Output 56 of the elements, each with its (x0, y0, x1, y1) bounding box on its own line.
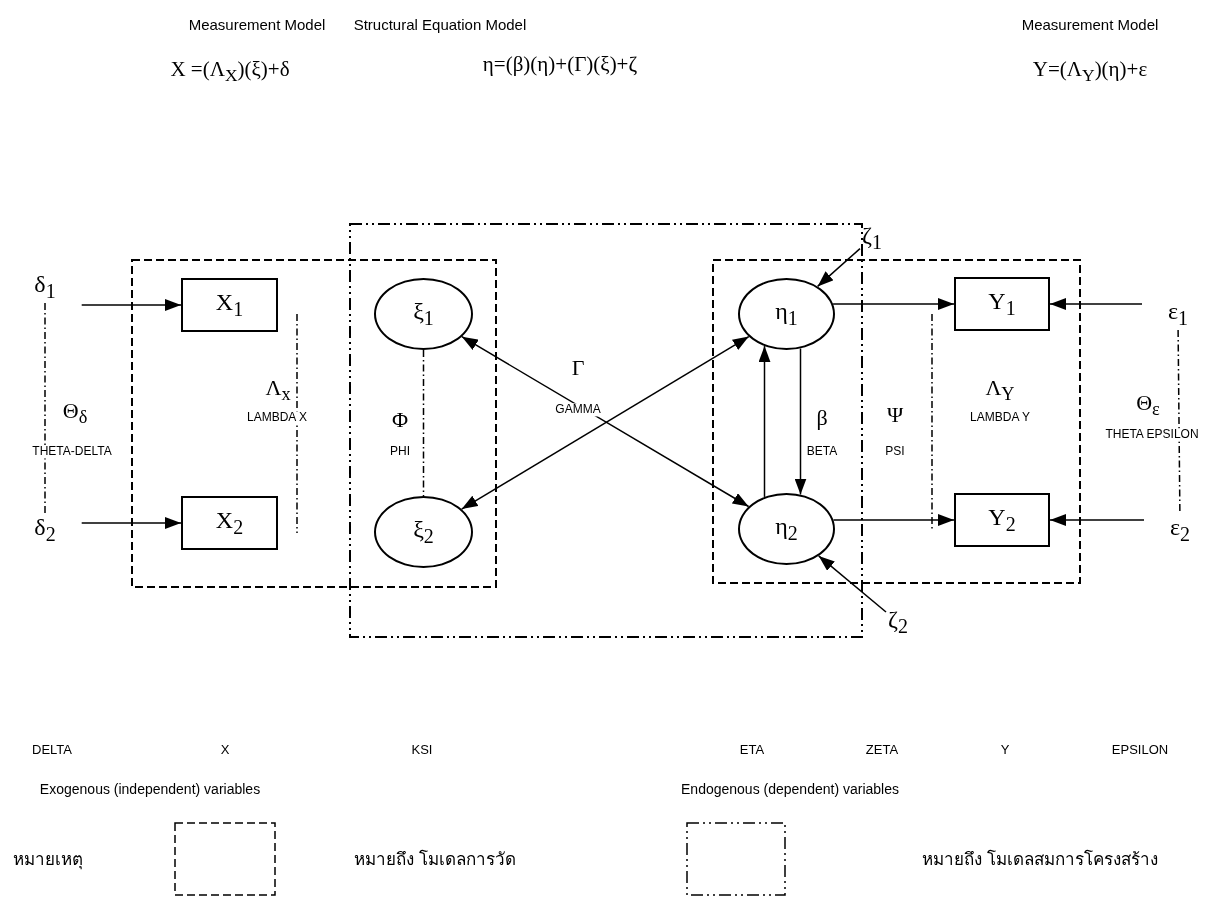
parameter-symbol: Θ$_{δ}$ (62, 398, 88, 428)
error-term: ε$_{2}$ (1167, 514, 1193, 546)
parameter-symbol: β (816, 405, 828, 431)
latent-variable-ellipse: ξ$_{2}$ (374, 496, 473, 568)
model-heading: Measurement Model (1021, 16, 1159, 34)
variable-name: Y (1000, 742, 1010, 758)
parameter-symbol: Λ$_{x}$ (265, 375, 291, 405)
parameter-symbol: Λ$_{Y}$ (985, 375, 1015, 405)
parameter-name: LAMBDA X (247, 411, 307, 425)
model-heading: Measurement Model (188, 16, 326, 34)
error-term: δ$_{2}$ (32, 514, 58, 546)
arrow (794, 347, 807, 496)
arrow (1049, 298, 1143, 310)
variable-name: KSI (411, 742, 433, 758)
parameter-name: THETA-DELTA (32, 445, 112, 459)
equation: X =(Λ$_{X}$)(ξ)+δ (170, 58, 290, 86)
latent-variable-ellipse: η$_{2}$ (738, 493, 835, 565)
covariance-line (44, 302, 46, 515)
group-caption: Exogenous (independent) variables (39, 782, 261, 798)
equation: η=(β)(η)+(Γ)(ξ)+ζ (482, 53, 638, 77)
latent-variable-ellipse: η$_{1}$ (738, 278, 835, 350)
parameter-symbol: Ψ (886, 402, 904, 428)
observed-variable-box: Y$_{1}$ (954, 277, 1050, 331)
disturbance-term: ζ$_{1}$ (860, 222, 884, 254)
error-term: δ$_{1}$ (32, 271, 58, 303)
parameter-symbol: Θ$_{ε}$ (1136, 390, 1160, 420)
arrow (1049, 514, 1145, 526)
arrow (832, 514, 955, 526)
arrow (758, 345, 771, 498)
arrow (816, 247, 861, 288)
latent-variable-ellipse: ξ$_{1}$ (374, 278, 473, 350)
variable-name: ZETA (865, 742, 899, 758)
note-label: หมายเหตุ (13, 850, 83, 870)
arrow (80, 517, 182, 529)
arrow (817, 555, 887, 613)
observed-variable-box: Y$_{2}$ (954, 493, 1050, 547)
model-heading: Structural Equation Model (353, 16, 527, 34)
parameter-name: GAMMA (555, 403, 601, 417)
variable-name: EPSILON (1111, 742, 1169, 758)
parameter-symbol: Φ (391, 407, 409, 433)
variable-name: DELTA (32, 742, 72, 758)
variable-name: ETA (739, 742, 765, 758)
observed-variable-box: X$_{1}$ (181, 278, 278, 332)
legend-text: หมายถึง โมเดลการวัด (354, 850, 516, 870)
legend-text: หมายถึง โมเดลสมการโครงสร้าง (922, 850, 1158, 870)
disturbance-term: ζ$_{2}$ (886, 606, 910, 638)
arrow (80, 299, 182, 311)
equation: Y=(Λ$_{Y}$)(η)+ε (1032, 58, 1148, 86)
group-caption: Endogenous (dependent) variables (681, 782, 899, 798)
parameter-name: THETA EPSILON (1105, 428, 1199, 442)
variable-name: X (220, 742, 230, 758)
parameter-symbol: Γ (571, 355, 585, 381)
arrow (832, 298, 955, 310)
error-term: ε$_{1}$ (1165, 298, 1191, 330)
covariance-line (422, 349, 425, 497)
observed-variable-box: X$_{2}$ (181, 496, 278, 550)
